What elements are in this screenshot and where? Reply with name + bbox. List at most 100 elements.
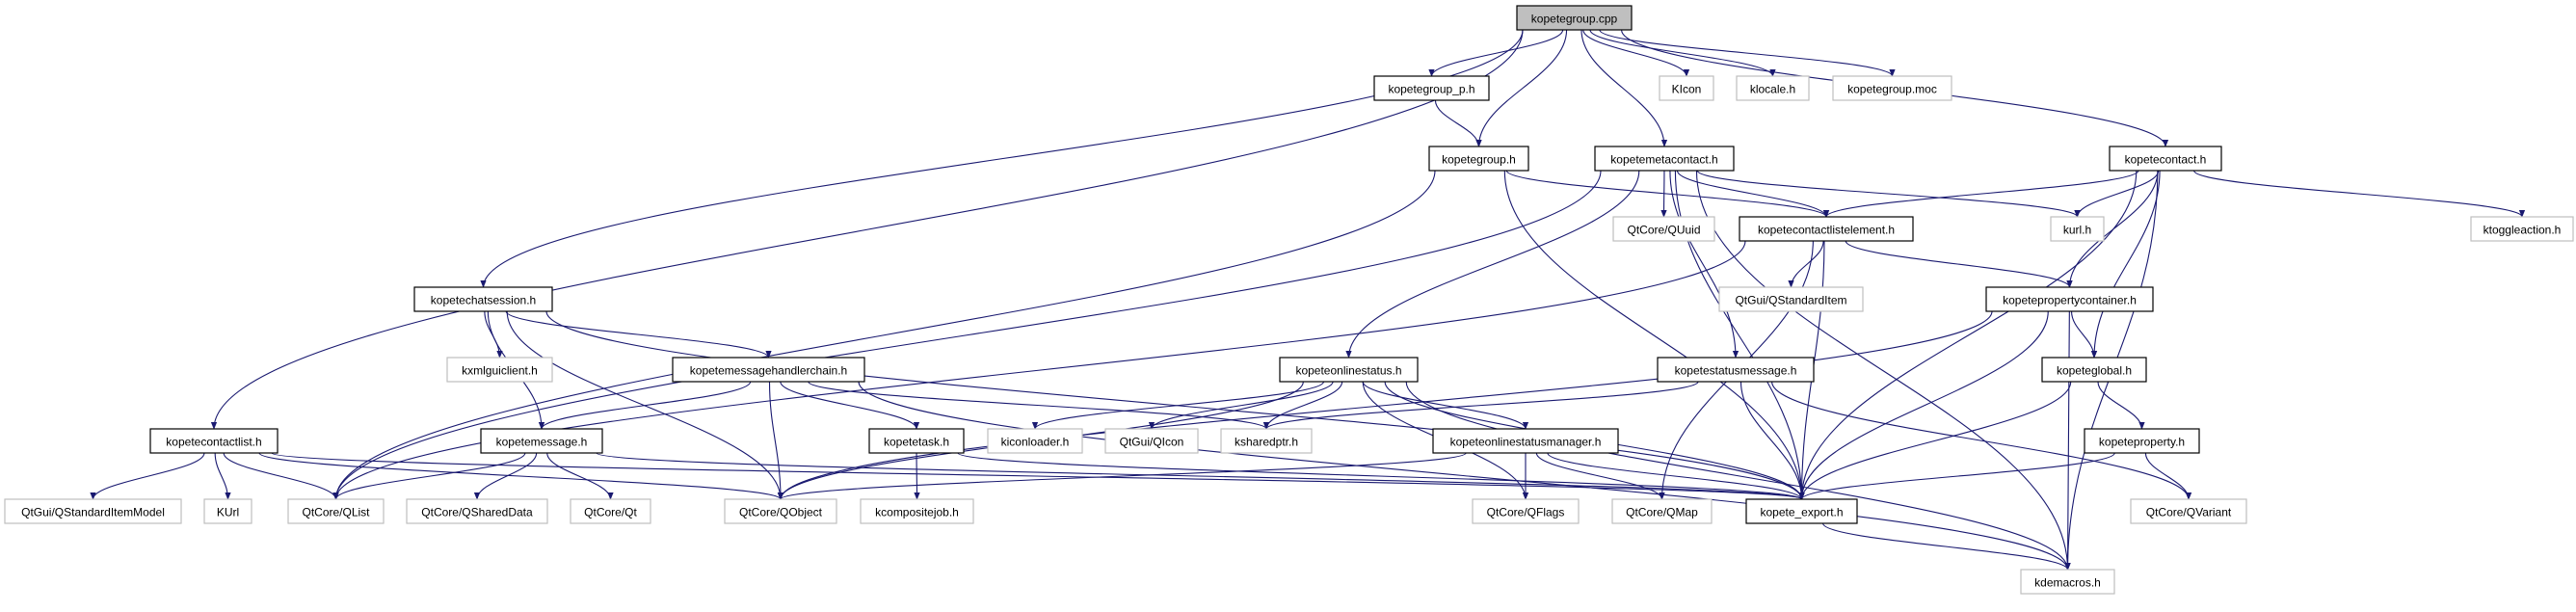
- node-label: kopetetask.h: [884, 436, 949, 449]
- node-qtgui-qicon: QtGui/QIcon: [1104, 428, 1199, 454]
- edge-kopetemetacontact-h-to-kopeteonlinestatus-h: [1345, 170, 1640, 359]
- node-kopetepropertycontainer-h[interactable]: kopetepropertycontainer.h: [1985, 286, 2154, 312]
- edge-kopetepropertycontainer-h-to-kdemacros-h: [2064, 310, 2071, 571]
- node-kopete-export-h[interactable]: kopete_export.h: [1745, 498, 1858, 524]
- node-box: [2470, 216, 2574, 242]
- node-box: [2109, 146, 2222, 172]
- node-box: [2020, 569, 2115, 595]
- node-qtgui-qstandarditemmodel: QtGui/QStandardItemModel: [4, 498, 182, 524]
- node-kopetecontact-h[interactable]: kopetecontact.h: [2109, 146, 2222, 172]
- node-box: [1611, 498, 1713, 524]
- node-kopetecontactlistelement-h[interactable]: kopetecontactlistelement.h: [1739, 216, 1914, 242]
- node-kopetemessage-h[interactable]: kopetemessage.h: [480, 428, 603, 454]
- node-box: [1432, 428, 1619, 454]
- edge-kopetetask-h-to-kopete-export-h: [957, 452, 1805, 500]
- node-label: QtCore/QObject: [739, 506, 823, 519]
- node-label: QtGui/QStandardItemModel: [21, 506, 165, 519]
- node-label: kopetegroup.h: [1442, 153, 1516, 167]
- node-kopeteonlinestatus-h[interactable]: kopeteonlinestatus.h: [1279, 357, 1419, 383]
- node-qtcore-qmap: QtCore/QMap: [1611, 498, 1713, 524]
- node-label: kopeteonlinestatusmanager.h: [1450, 436, 1602, 449]
- node-box: [672, 357, 865, 383]
- edge-kopetegroup-h-to-kopetecontactlistelement-h: [1505, 170, 1830, 218]
- node-box: [1594, 146, 1735, 172]
- edge-kopetemessagehandlerchain-h-to-ksharedptr-h: [808, 381, 1270, 430]
- node-ktoggleaction-h: ktoggleaction.h: [2470, 216, 2574, 242]
- edge-kopetecontactlist-h-to-kopete-export-h: [271, 452, 1805, 500]
- node-qtgui-qstandarditem: QtGui/QStandardItem: [1718, 286, 1864, 312]
- edge-kopetemetacontact-h-to-kdemacros-h: [1695, 170, 2071, 571]
- node-kopetegroup-moc: kopetegroup.moc: [1832, 75, 1952, 101]
- node-kcompositejob-h: kcompositejob.h: [860, 498, 974, 524]
- node-label: QtGui/QIcon: [1120, 436, 1184, 449]
- node-box: [1736, 75, 1810, 101]
- node-label: kopetegroup_p.h: [1388, 83, 1474, 96]
- node-kopetechatsession-h[interactable]: kopetechatsession.h: [413, 286, 553, 312]
- node-box: [1739, 216, 1914, 242]
- edge-kopetecontactlistelement-h-to-qtgui-qstandarditem: [1788, 240, 1824, 288]
- node-kopeteproperty-h[interactable]: kopeteproperty.h: [2084, 428, 2200, 454]
- node-box: [1104, 428, 1199, 454]
- edge-kopetecontactlistelement-h-to-qtcore-qlist: [332, 240, 1746, 500]
- node-qtcore-qflags: QtCore/QFlags: [1472, 498, 1580, 524]
- edge-kopetemetacontact-h-to-qtcore-qlist: [332, 170, 1602, 500]
- edge-kopetemessagehandlerchain-h-to-kopetemessage-h: [538, 381, 752, 430]
- node-kopetetask-h[interactable]: kopetetask.h: [868, 428, 965, 454]
- edge-kopetemessage-h-to-qtcore-qt: [546, 452, 614, 500]
- node-box: [1428, 146, 1529, 172]
- edge-kopetemessagehandlerchain-h-to-kopetetask-h: [780, 381, 920, 430]
- node-label: ksharedptr.h: [1235, 436, 1298, 449]
- node-kurl: KUrl: [203, 498, 252, 524]
- node-box: [287, 498, 385, 524]
- node-qtcore-qshareddata: QtCore/QSharedData: [406, 498, 548, 524]
- node-box: [4, 498, 182, 524]
- node-label: kopetepropertycontainer.h: [2003, 294, 2137, 307]
- edge-kopeteonlinestatus-h-to-kdemacros-h: [1405, 381, 2071, 571]
- node-kopetegroup-p-h[interactable]: kopetegroup_p.h: [1373, 75, 1490, 101]
- edge-kopetechatsession-h-to-kopetemessagehandlerchain-h: [505, 310, 772, 359]
- node-label: kxmlguiclient.h: [462, 364, 538, 378]
- node-kopetestatusmessage-h[interactable]: kopetestatusmessage.h: [1657, 357, 1815, 383]
- edge-kopetemessage-h-to-qtcore-qshareddata: [473, 452, 538, 500]
- edge-kopetecontactlist-h-to-kurl: [214, 452, 231, 500]
- edge-kopetemetacontact-h-to-kopetecontactlistelement-h: [1676, 170, 1830, 218]
- node-label: ktoggleaction.h: [2483, 224, 2562, 237]
- edge-kopetecontact-h-to-kopete-export-h: [1798, 170, 2138, 500]
- node-box: [1220, 428, 1313, 454]
- node-label: QtCore/QList: [302, 506, 370, 519]
- node-label: kopetegroup.moc: [1847, 83, 1937, 96]
- edge-kopeteonlinestatus-h-to-ksharedptr-h: [1262, 381, 1343, 430]
- node-label: kcompositejob.h: [875, 506, 959, 519]
- node-label: kiconloader.h: [1001, 436, 1070, 449]
- node-kopetemessagehandlerchain-h[interactable]: kopetemessagehandlerchain.h: [672, 357, 865, 383]
- node-kopetecontactlist-h[interactable]: kopetecontactlist.h: [149, 428, 279, 454]
- node-box: [2084, 428, 2200, 454]
- node-label: kopetegroup.cpp: [1531, 13, 1618, 26]
- edge-kopetecontactlist-h-to-qtgui-qstandarditemmodel: [90, 452, 205, 500]
- node-box: [1745, 498, 1858, 524]
- node-label: QtCore/QFlags: [1487, 506, 1565, 519]
- node-qtcore-qobject: QtCore/QObject: [724, 498, 837, 524]
- node-kopeteonlinestatusmanager-h[interactable]: kopeteonlinestatusmanager.h: [1432, 428, 1619, 454]
- edge-kopeteonlinestatusmanager-h-to-qtcore-qmap: [1535, 452, 1665, 500]
- node-label: kopetemessage.h: [496, 436, 588, 449]
- node-ksharedptr-h: ksharedptr.h: [1220, 428, 1313, 454]
- edge-kopetepropertycontainer-h-to-qtcore-qobject: [777, 310, 1993, 500]
- edge-kopeteonlinestatusmanager-h-to-kopete-export-h: [1547, 452, 1805, 500]
- edge-kopetegroup-cpp-to-klocale-h: [1589, 29, 1776, 77]
- edge-kopetegroup-cpp-to-kicon: [1582, 29, 1690, 77]
- node-label: kopeteonlinestatus.h: [1295, 364, 1401, 378]
- node-kopetegroup-cpp[interactable]: kopetegroup.cpp: [1516, 5, 1633, 31]
- edge-kopetepropertycontainer-h-to-kopeteglobal-h: [2070, 310, 2098, 359]
- node-label: kdemacros.h: [2034, 576, 2101, 590]
- node-kopetemetacontact-h[interactable]: kopetemetacontact.h: [1594, 146, 1735, 172]
- edge-kopetegroup-cpp-to-kopetegroup-moc: [1599, 29, 1896, 77]
- node-box: [724, 498, 837, 524]
- node-kopeteglobal-h[interactable]: kopeteglobal.h: [2041, 357, 2147, 383]
- edge-kopetemetacontact-h-to-kurl-h: [1696, 170, 2081, 218]
- edges-layer: [90, 29, 2526, 571]
- node-box: [2050, 216, 2105, 242]
- edge-kopetemessage-h-to-qtcore-qlist: [332, 452, 526, 500]
- node-kopetegroup-h[interactable]: kopetegroup.h: [1428, 146, 1529, 172]
- edge-kopeteonlinestatus-h-to-kiconloader-h: [1031, 381, 1325, 430]
